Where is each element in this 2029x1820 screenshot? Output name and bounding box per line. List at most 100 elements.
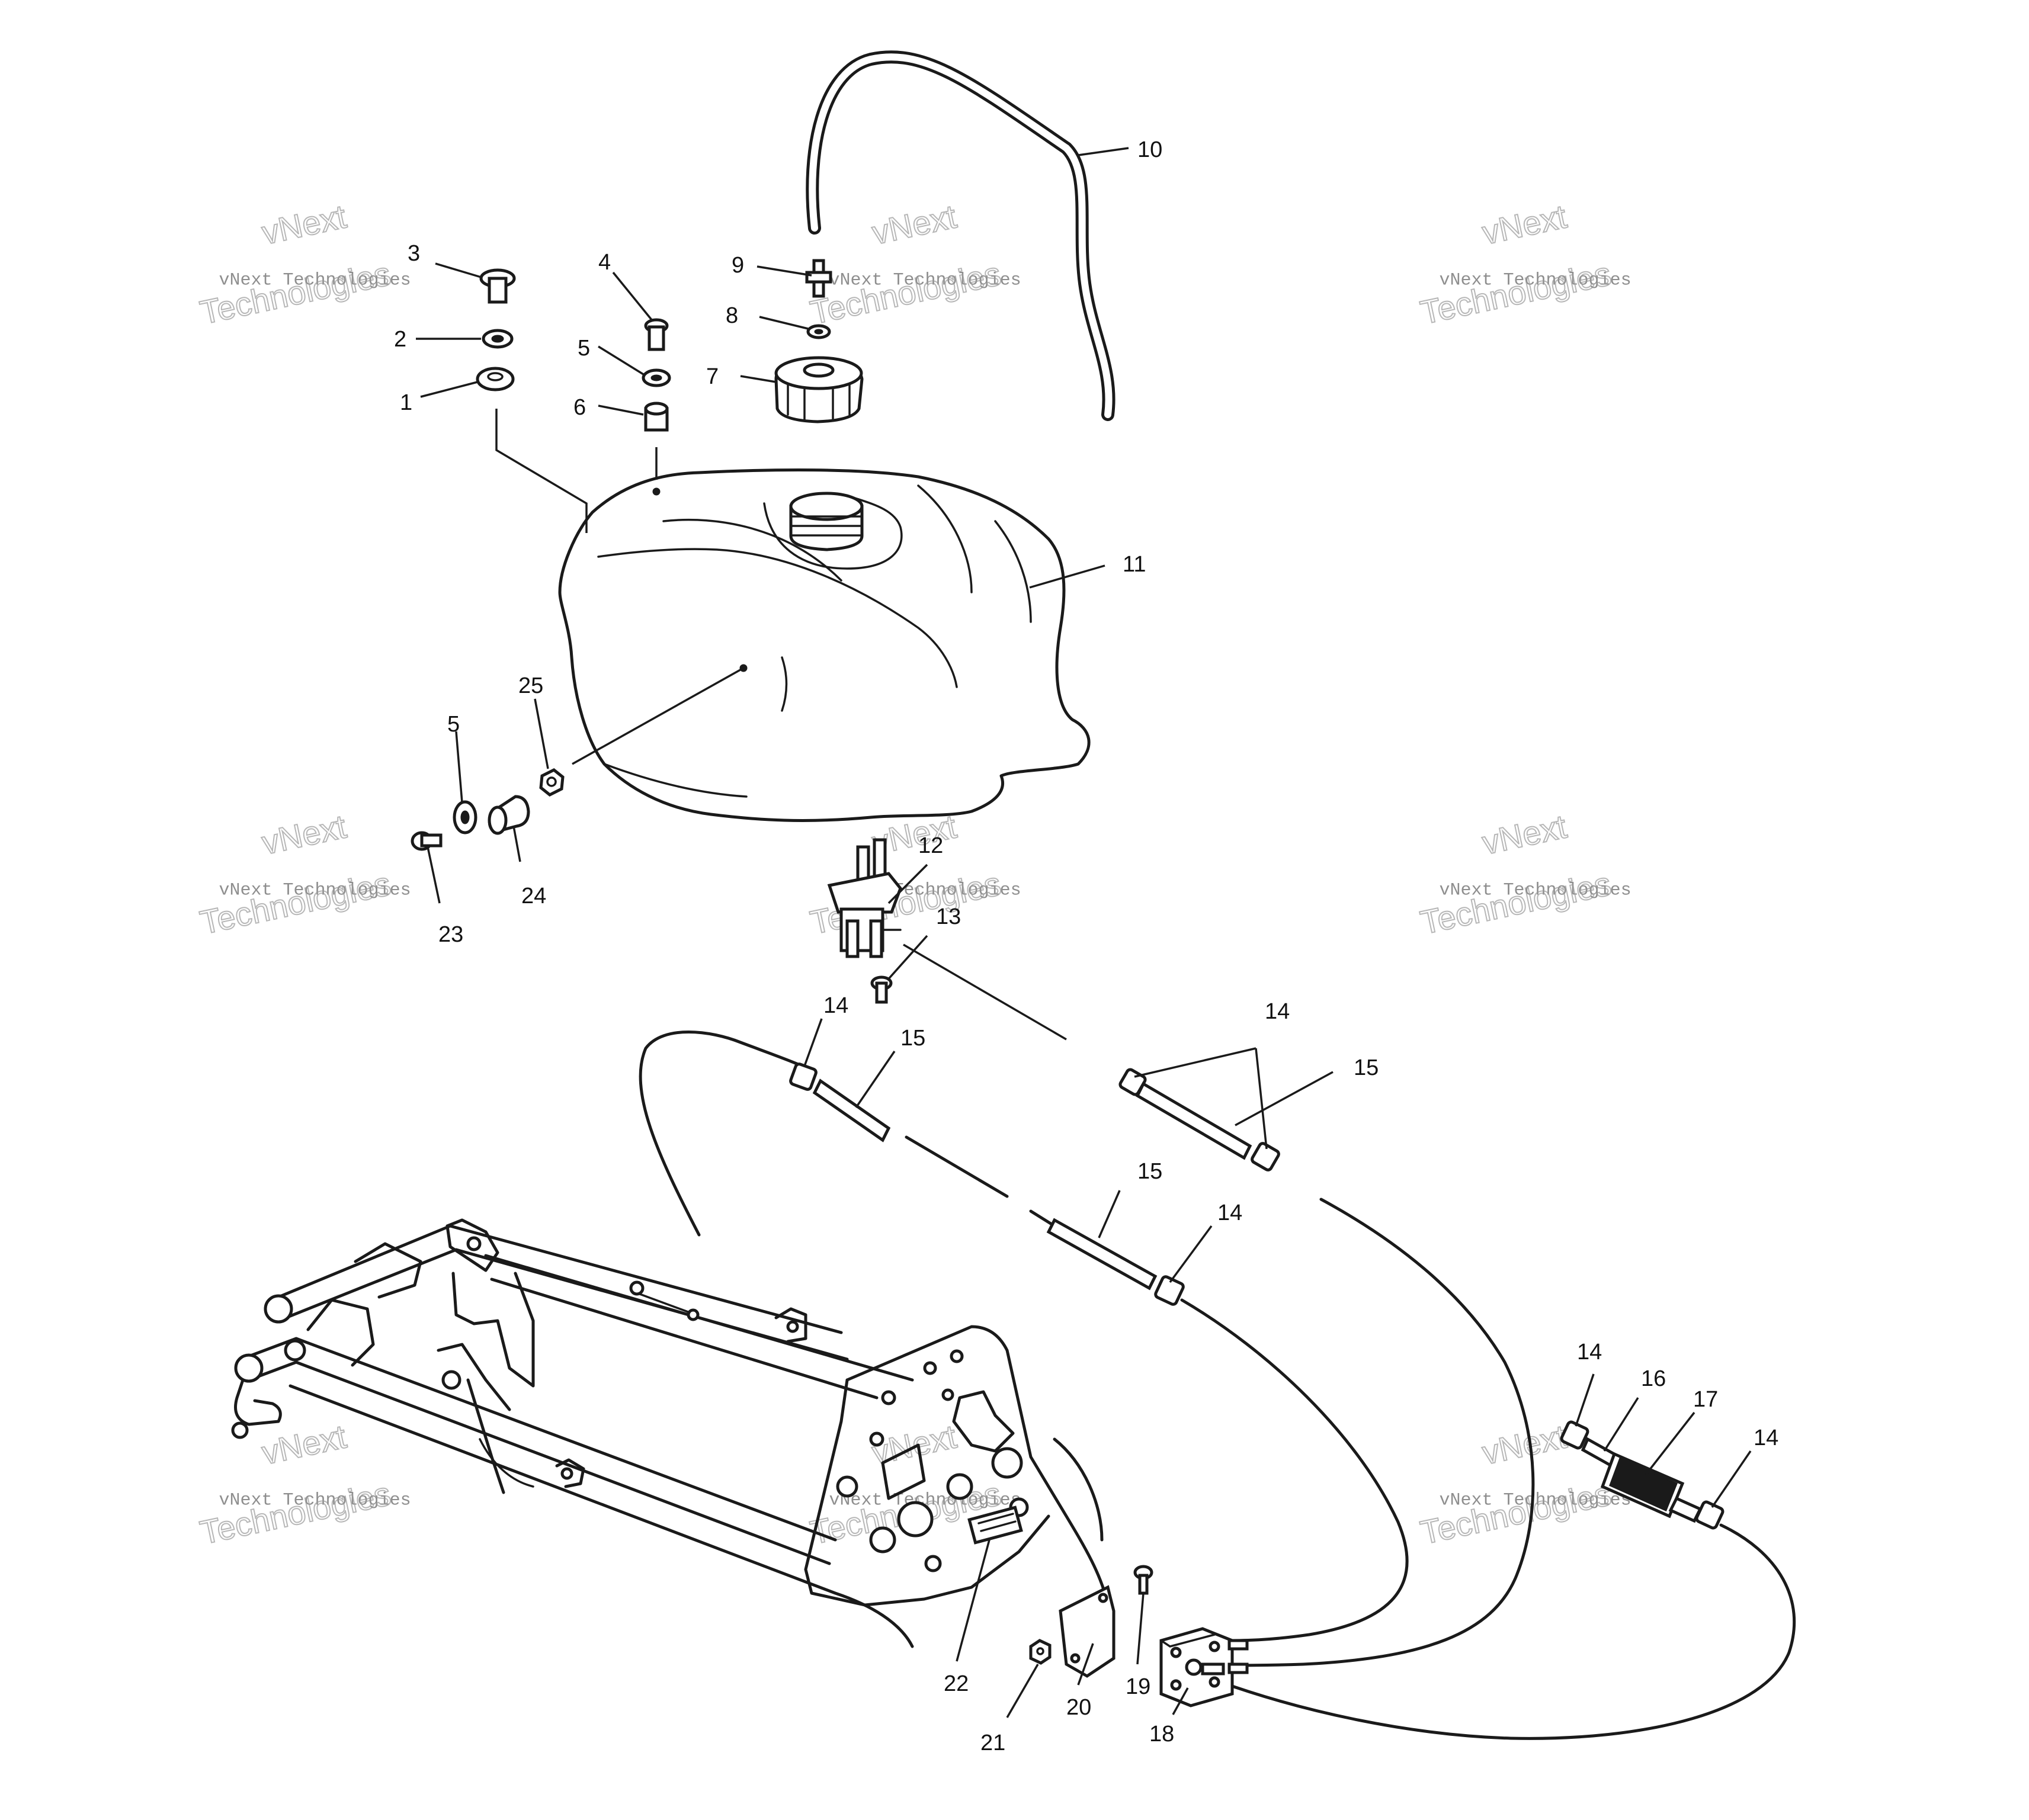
callout-14-e: 14 — [1754, 1426, 1778, 1450]
callout-25: 25 — [518, 673, 543, 698]
callout-14-d: 14 — [1577, 1340, 1602, 1365]
svg-text:Technologies: Technologies — [1417, 255, 1614, 332]
clamp-14-b — [1154, 1275, 1185, 1306]
callout-16: 16 — [1641, 1366, 1666, 1391]
callout-10: 10 — [1137, 137, 1162, 162]
callout-18: 18 — [1149, 1722, 1174, 1747]
callout-8: 8 — [726, 303, 738, 328]
callout-5-top: 5 — [578, 336, 590, 361]
svg-text:vNext: vNext — [259, 197, 350, 251]
washer-5-top — [642, 368, 671, 387]
callout-5-side: 5 — [447, 712, 460, 737]
svg-text:Technologies: Technologies — [197, 1475, 394, 1552]
clamp-14-e — [1560, 1420, 1589, 1450]
valve-outlet-line — [903, 943, 1067, 1041]
filter-outlet-line — [1219, 1523, 1796, 1740]
callout-17: 17 — [1693, 1387, 1718, 1412]
callout-24: 24 — [521, 884, 546, 909]
callout-2: 2 — [394, 327, 406, 352]
watermark-top-center: vNext vNext Technologies Technologies — [806, 197, 1021, 332]
svg-text:Technologies: Technologies — [1417, 1475, 1614, 1552]
callout-labels: 3 2 1 4 5 6 7 8 9 10 11 12 13 14 15 14 1… — [394, 137, 1778, 1755]
callout-6: 6 — [573, 395, 586, 420]
svg-text:vNext: vNext — [259, 1417, 350, 1471]
watermark-mid-right: vNext vNext Technologies Technologies — [1416, 807, 1631, 942]
vent-hose — [806, 50, 1116, 421]
callout-21: 21 — [980, 1731, 1005, 1755]
svg-text:vNext: vNext — [869, 197, 960, 251]
svg-text:vNext: vNext — [1479, 197, 1570, 251]
svg-text:vNext: vNext — [1479, 1417, 1570, 1471]
callout-4: 4 — [598, 250, 611, 275]
callout-15-b: 15 — [1354, 1055, 1379, 1080]
fuel-line-15-b — [1046, 1218, 1158, 1291]
clamp-14-d — [1251, 1142, 1280, 1171]
callout-14-c: 14 — [1217, 1201, 1242, 1225]
nut-25 — [539, 768, 565, 797]
callout-9: 9 — [732, 253, 744, 278]
vent-fitting-9 — [805, 259, 832, 298]
watermark-mid-left: vNext vNext Technologies Technologies — [196, 807, 411, 942]
fuel-cap-7 — [774, 356, 864, 423]
screw-19 — [1133, 1565, 1153, 1595]
vehicle-frame — [231, 1218, 1110, 1648]
svg-text:vNext Technologies: vNext Technologies — [1440, 881, 1631, 901]
callout-3: 3 — [408, 241, 420, 266]
fuel-valve-12 — [827, 838, 902, 958]
svg-text:vNext Technologies: vNext Technologies — [219, 1491, 411, 1511]
callout-22: 22 — [944, 1671, 969, 1696]
callout-14-b: 14 — [1265, 999, 1290, 1024]
pump-bracket-20 — [1059, 1585, 1116, 1678]
fuel-line-right-arc — [1225, 1198, 1535, 1667]
svg-text:vNext Technologies: vNext Technologies — [1440, 1491, 1631, 1511]
svg-text:vNext Technologies: vNext Technologies — [219, 881, 411, 901]
fuel-line-left-arc — [639, 1031, 813, 1237]
fuel-line-lower-arc — [1180, 1298, 1409, 1642]
callout-14-a: 14 — [823, 993, 848, 1018]
svg-text:vNext: vNext — [259, 807, 350, 861]
watermark-top-right: vNext vNext Technologies Technologies — [1416, 197, 1631, 332]
svg-text:Technologies: Technologies — [197, 865, 394, 942]
svg-text:Technologies: Technologies — [807, 255, 1004, 332]
svg-text:Technologies: Technologies — [1417, 865, 1614, 942]
callout-13: 13 — [936, 904, 961, 929]
svg-text:vNext Technologies: vNext Technologies — [829, 271, 1021, 291]
clamp-14-a — [789, 1063, 818, 1091]
screw-13 — [870, 975, 893, 1004]
callout-23: 23 — [438, 922, 463, 947]
fuel-tank-11 — [558, 468, 1091, 822]
grommet-1 — [476, 367, 515, 391]
fuel-pump-18 — [1159, 1627, 1249, 1707]
bolt-4 — [644, 318, 669, 351]
washer-5-side — [453, 800, 477, 834]
callout-20: 20 — [1066, 1695, 1091, 1720]
washer-8 — [806, 324, 831, 339]
watermark-top-left: vNext vNext Technologies Technologies — [196, 197, 411, 332]
fuel-line-15-c — [1135, 1081, 1252, 1160]
svg-text:vNext: vNext — [1479, 807, 1570, 861]
callout-11: 11 — [1123, 552, 1146, 577]
fuel-line-15-a — [812, 1078, 1056, 1228]
callout-15-a: 15 — [900, 1026, 925, 1051]
svg-text:vNext Technologies: vNext Technologies — [219, 271, 411, 291]
callout-19: 19 — [1126, 1674, 1150, 1699]
spacer-24 — [488, 795, 530, 835]
callout-12: 12 — [918, 833, 943, 858]
svg-text:vNext Technologies: vNext Technologies — [1440, 271, 1631, 291]
watermark-bottom-left: vNext vNext Technologies Technologies — [196, 1417, 411, 1552]
tank-mount-lines — [495, 409, 658, 533]
callout-15-c: 15 — [1137, 1159, 1162, 1184]
washer-2 — [482, 329, 514, 349]
tank-side-mount-line — [572, 667, 744, 765]
callout-1: 1 — [400, 390, 412, 415]
bolt-23 — [411, 831, 443, 851]
spacer-6 — [644, 402, 669, 432]
callout-7: 7 — [706, 364, 719, 389]
fuel-filter-17 — [1600, 1452, 1703, 1523]
nut-21 — [1029, 1639, 1052, 1665]
svg-text:Technologies: Technologies — [197, 255, 394, 332]
callout-leaders — [416, 147, 1752, 1718]
bolt-3 — [479, 268, 516, 304]
watermark-bottom-right: vNext vNext Technologies Technologies — [1416, 1417, 1631, 1552]
